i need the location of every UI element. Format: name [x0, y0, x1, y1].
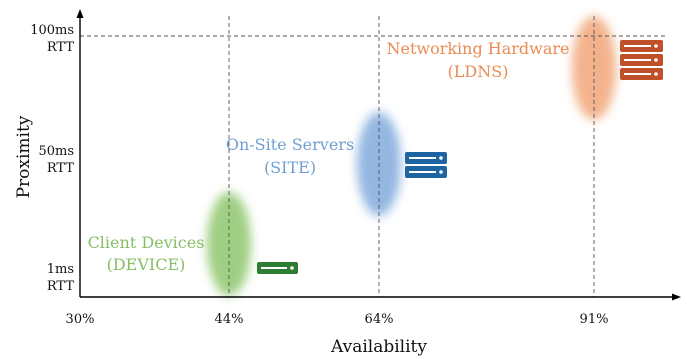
x-tick-30: 30%	[66, 312, 95, 327]
x-tick-91: 91%	[580, 312, 609, 327]
y-tick-1ms-unit: RTT	[47, 279, 74, 294]
y-tick-100ms-value: 100ms	[30, 23, 74, 38]
axes	[79, 16, 672, 298]
site-label-name: On-Site Servers	[226, 135, 354, 154]
x-tick-64: 64%	[365, 312, 394, 327]
y-axis-label: Proximity	[14, 115, 34, 198]
y-tick-50ms-value: 50ms	[38, 144, 74, 159]
y-axis-arrow	[76, 9, 84, 18]
x-axis-arrow	[672, 293, 681, 301]
server-3u-icon	[620, 40, 663, 80]
x-axis-label: Availability	[330, 337, 427, 357]
site-label-code: (SITE)	[264, 158, 316, 177]
y-tick-100ms-unit: RTT	[47, 40, 74, 55]
y-tick-50ms-unit: RTT	[47, 161, 74, 176]
server-1u-icon	[257, 262, 298, 274]
device-label-code: (DEVICE)	[107, 255, 186, 274]
ldns-label-code: (LDNS)	[448, 62, 509, 81]
device-label-name: Client Devices	[88, 233, 205, 252]
server-2u-icon	[405, 152, 447, 178]
guide-lines	[80, 16, 668, 297]
ldns-label-name: Networking Hardware	[386, 39, 569, 58]
x-tick-44: 44%	[215, 312, 244, 327]
y-tick-1ms-value: 1ms	[47, 262, 74, 277]
